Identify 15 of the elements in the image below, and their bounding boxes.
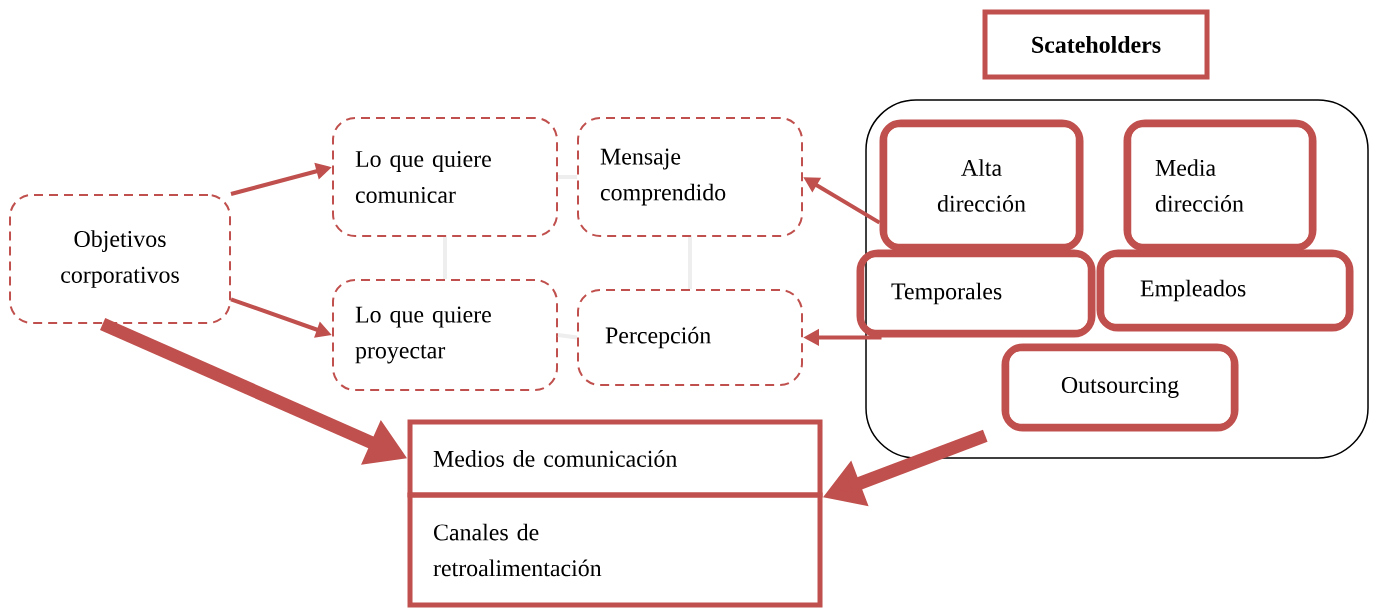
dashed-box: Lo que quiere proyectar: [332, 279, 558, 391]
stakeholder-box: Outsourcing: [1001, 343, 1239, 432]
stakeholder-box: Alta dirección: [879, 119, 1084, 252]
group-frame: [865, 99, 1369, 459]
table-cell: Canales de retroalimentación: [407, 492, 823, 608]
stakeholder-box: Temporales: [856, 249, 1096, 338]
dashed-box: Mensaje comprendido: [577, 117, 803, 237]
heading-box: Scateholders: [982, 9, 1210, 80]
table-cell: Medios de comunicación: [407, 419, 823, 498]
dashed-box: Percepción: [577, 289, 803, 386]
stakeholder-box: Empleados: [1096, 249, 1354, 332]
dashed-box: Lo que quiere comunicar: [332, 117, 558, 237]
dashed-box: Objetivos corporativos: [9, 194, 231, 324]
stakeholder-box: Media dirección: [1123, 119, 1317, 252]
connector-line: [557, 333, 578, 340]
